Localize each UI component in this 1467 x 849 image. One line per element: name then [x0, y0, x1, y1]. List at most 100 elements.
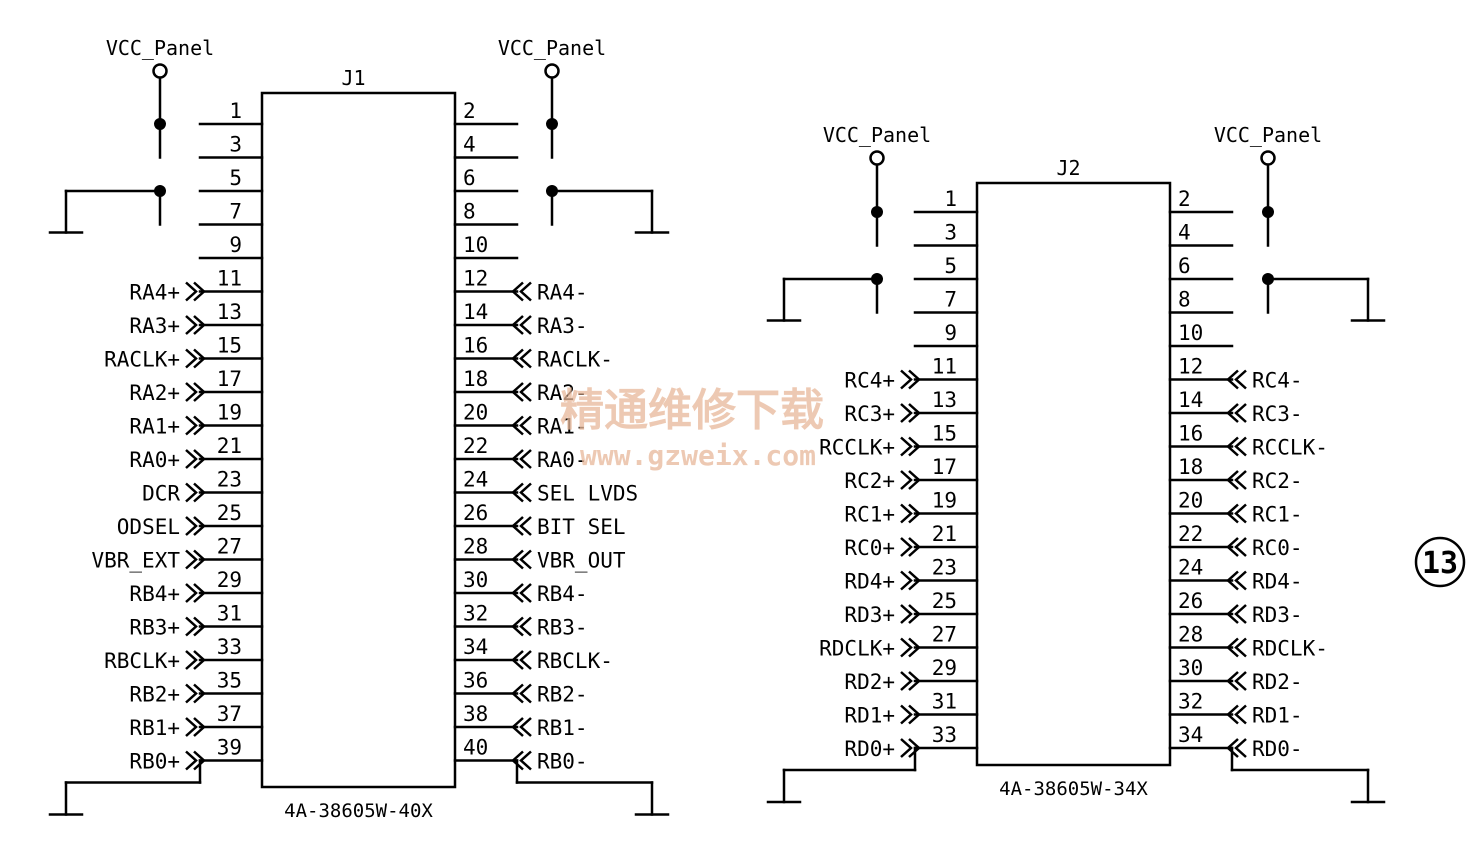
signal-arrow — [185, 382, 198, 402]
signal-arrow — [193, 650, 206, 670]
signal-label-right: RC4- — [1252, 369, 1303, 393]
signal-arrow — [900, 570, 913, 591]
pin-number-8: 8 — [463, 200, 476, 224]
pin-number-19: 19 — [932, 489, 957, 513]
signal-arrow — [185, 415, 198, 436]
signal-label-left: VBR_EXT — [91, 549, 180, 573]
signal-arrow — [511, 549, 524, 570]
pin-number-9: 9 — [229, 233, 242, 257]
signal-label-left: RC4+ — [844, 369, 895, 393]
pin-number-1: 1 — [944, 187, 957, 211]
pin-number-5: 5 — [229, 166, 242, 190]
signal-label-right: RD2- — [1252, 670, 1303, 694]
signal-arrow — [511, 315, 524, 335]
watermark-chinese: 精通维修下载 — [560, 385, 824, 436]
signal-label-left: DCR — [142, 482, 180, 506]
signal-label-left: RC3+ — [844, 402, 895, 426]
signal-arrow — [193, 583, 206, 603]
pin-number-30: 30 — [463, 568, 488, 592]
signal-label-left: RA2+ — [129, 381, 180, 405]
signal-arrow — [193, 549, 206, 570]
pin-number-19: 19 — [217, 401, 242, 425]
pin-number-15: 15 — [217, 334, 242, 358]
connector-body — [975, 181, 1172, 767]
pin-number-4: 4 — [463, 133, 476, 157]
pin-number-6: 6 — [463, 166, 476, 190]
signal-arrow — [908, 503, 921, 524]
pin-number-6: 6 — [1178, 254, 1191, 278]
signal-arrow — [193, 281, 206, 302]
pin-number-14: 14 — [463, 300, 488, 324]
vcc-panel-label: VCC_Panel — [106, 36, 214, 60]
signal-arrow — [519, 482, 532, 503]
signal-label-left: RA0+ — [129, 448, 180, 472]
signal-arrow — [193, 717, 206, 737]
pin-number-32: 32 — [1178, 690, 1203, 714]
vcc-terminal — [152, 63, 168, 79]
signal-arrow — [511, 382, 524, 402]
pin-number-40: 40 — [463, 736, 488, 760]
figure-number: 13 — [1422, 546, 1458, 581]
pin-number-18: 18 — [463, 367, 488, 391]
pin-number-16: 16 — [1178, 422, 1203, 446]
signal-label-right: RC3- — [1252, 402, 1303, 426]
signal-label-left: RB4+ — [129, 582, 180, 606]
signal-arrow — [1226, 671, 1239, 691]
signal-arrow — [900, 470, 913, 490]
signal-arrow — [511, 449, 524, 469]
junction-dot — [546, 118, 558, 130]
pin-number-28: 28 — [1178, 623, 1203, 647]
vcc-terminal — [869, 150, 885, 166]
signal-label-left: RC2+ — [844, 469, 895, 493]
signal-arrow — [908, 403, 921, 423]
signal-arrow — [519, 449, 532, 469]
signal-arrow — [900, 503, 913, 524]
signal-arrow — [1226, 470, 1239, 490]
signal-arrow — [511, 717, 524, 737]
signal-label-left: RA4+ — [129, 281, 180, 305]
signal-arrow — [185, 449, 198, 469]
signal-arrow — [519, 516, 532, 536]
signal-arrow — [1234, 637, 1247, 658]
signal-arrow — [511, 583, 524, 603]
pin-number-36: 36 — [463, 669, 488, 693]
pin-number-1: 1 — [229, 99, 242, 123]
signal-arrow — [185, 281, 198, 302]
pin-number-32: 32 — [463, 602, 488, 626]
signal-arrow — [511, 348, 524, 369]
signal-arrow — [519, 650, 532, 670]
signal-arrow — [1234, 470, 1247, 490]
signal-arrow — [193, 449, 206, 469]
signal-arrow — [193, 382, 206, 402]
pin-number-14: 14 — [1178, 388, 1203, 412]
junction-dot — [154, 118, 166, 130]
signal-label-right: RA2- — [537, 381, 588, 405]
figure-number-badge: 13 — [1414, 536, 1466, 588]
signal-arrow — [193, 616, 206, 637]
pin-number-2: 2 — [463, 99, 476, 123]
signal-arrow — [511, 516, 524, 536]
signal-label-right: RA4- — [537, 281, 588, 305]
watermark-url: www.gzweix.com — [580, 439, 816, 472]
signal-label-right: RB0- — [537, 750, 588, 774]
signal-arrow — [519, 415, 532, 436]
vcc-panel-label: VCC_Panel — [1214, 123, 1322, 147]
junction-dot — [1262, 206, 1274, 218]
signal-label-right: RA1- — [537, 415, 588, 439]
signal-arrow — [908, 671, 921, 691]
pin-number-12: 12 — [1178, 355, 1203, 379]
signal-label-left: RD4+ — [844, 570, 895, 594]
signal-label-left: RACLK+ — [104, 348, 180, 372]
pin-number-31: 31 — [932, 690, 957, 714]
pin-number-24: 24 — [463, 468, 488, 492]
signal-label-right: RC2- — [1252, 469, 1303, 493]
signal-arrow — [1234, 436, 1247, 457]
signal-arrow — [519, 750, 532, 771]
pin-number-3: 3 — [944, 221, 957, 245]
pin-number-9: 9 — [944, 321, 957, 345]
signal-arrow — [1226, 704, 1239, 725]
pin-number-28: 28 — [463, 535, 488, 559]
signal-arrow — [519, 382, 532, 402]
